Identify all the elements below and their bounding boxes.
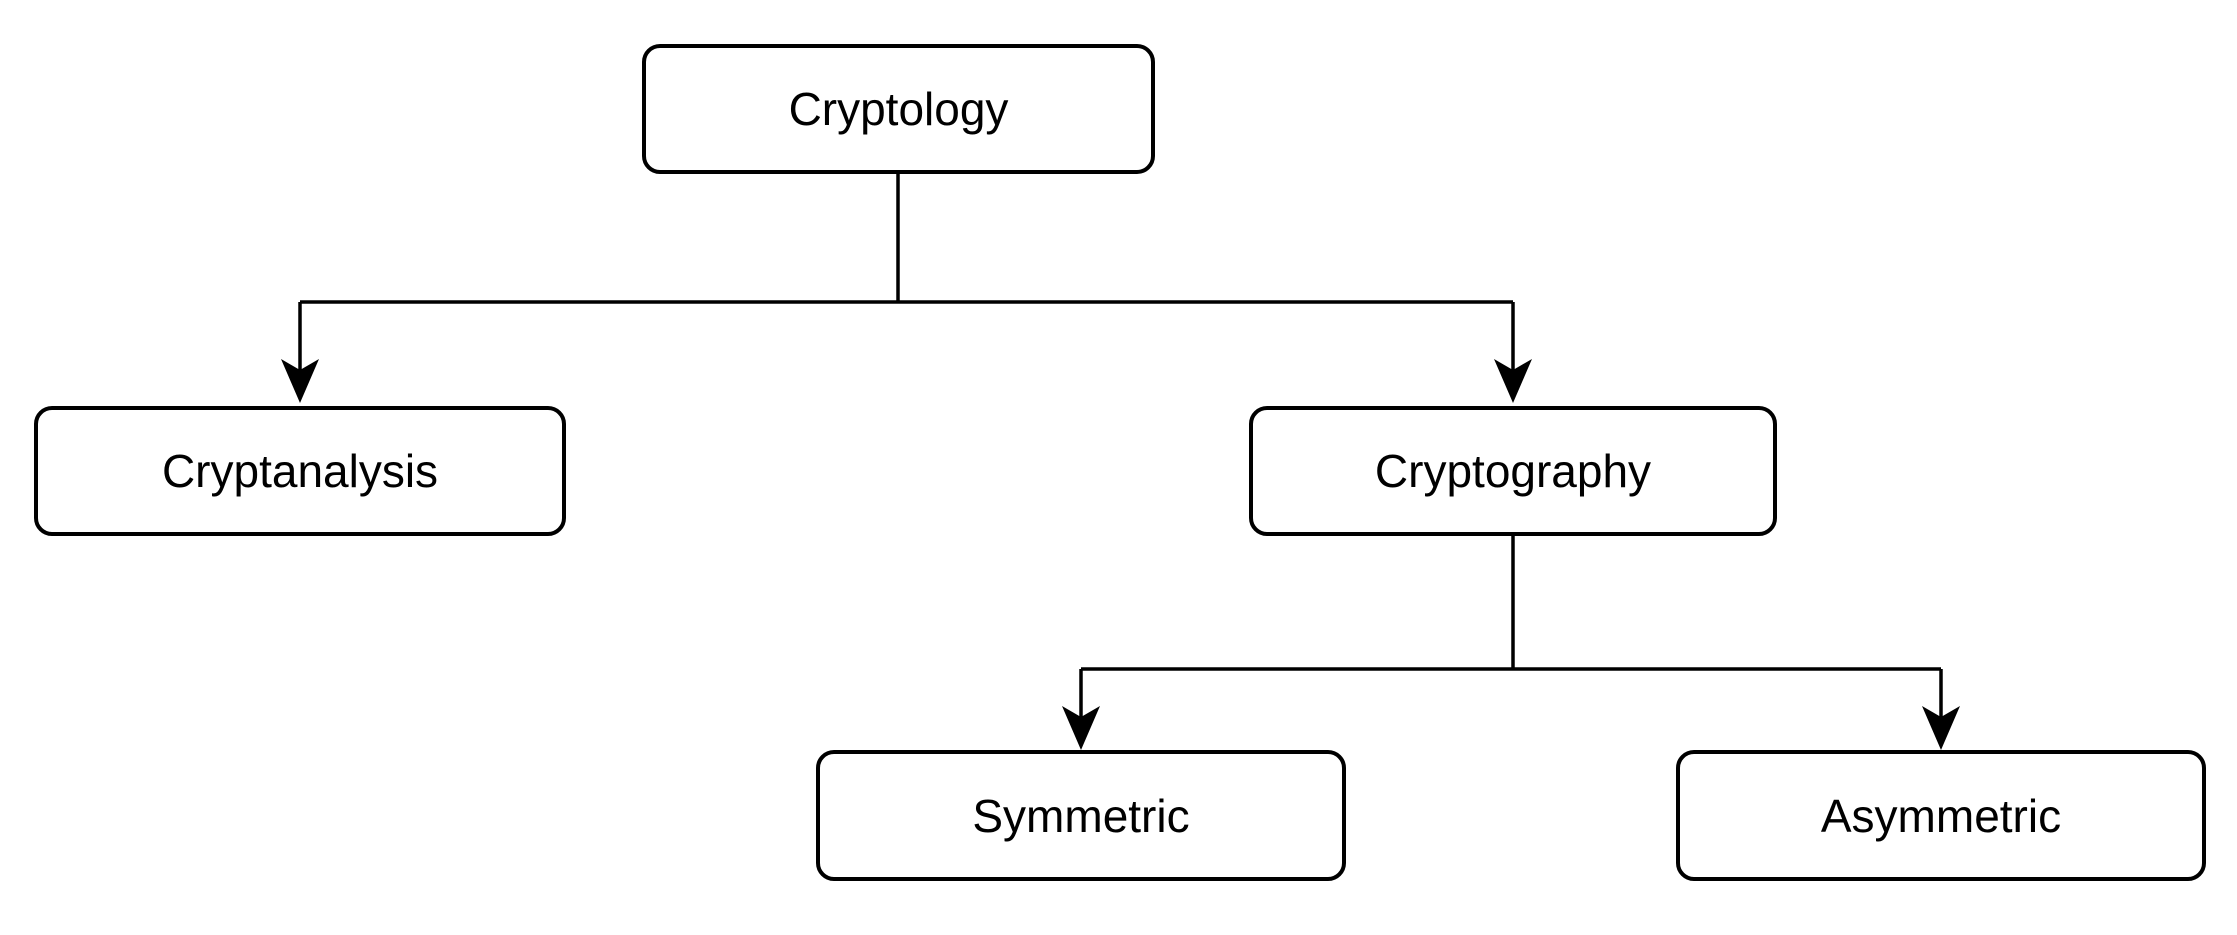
node-cryptology-label: Cryptology <box>788 83 1009 135</box>
node-cryptanalysis: Cryptanalysis <box>34 406 566 536</box>
node-asymmetric-label: Asymmetric <box>1820 789 2062 842</box>
arrowhead-cryptanalysis-icon <box>281 359 319 403</box>
node-asymmetric: Asymmetric <box>1676 750 2206 881</box>
node-cryptology: Cryptology <box>642 44 1155 174</box>
node-cryptography: Cryptography <box>1249 406 1777 536</box>
arrowhead-symmetric-icon <box>1062 706 1100 750</box>
node-cryptography-label: Cryptography <box>1374 445 1652 497</box>
node-symmetric: Symmetric <box>816 750 1346 881</box>
node-cryptanalysis-label: Cryptanalysis <box>161 445 439 497</box>
arrowhead-cryptography-icon <box>1494 359 1532 403</box>
node-symmetric-label: Symmetric <box>972 789 1190 842</box>
arrowhead-asymmetric-icon <box>1922 706 1960 750</box>
